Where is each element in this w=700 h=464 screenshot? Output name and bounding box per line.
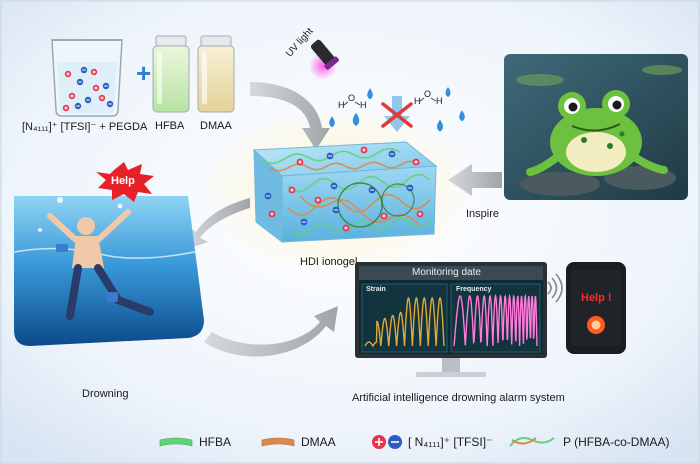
hfba-vial-label: HFBA [155,120,185,132]
wireless-signal-icon [547,273,563,303]
legend-dmaa-label: DMAA [301,435,336,449]
uv-lamp-icon [309,39,339,80]
alarm-arrow [204,306,338,357]
frequency-panel-label: Frequency [456,286,492,293]
anion-icon [74,102,82,110]
application-arrow [184,198,250,250]
water-drop-icon [437,119,443,132]
water-drop-icon [329,116,335,128]
synthesis-arrow [250,82,330,150]
cation-icon [288,186,296,194]
phone-help-text: Help ! [581,292,612,304]
legend-copolymer-label: P (HFBA-co-DMAA) [563,435,670,449]
cation-icon [342,224,350,232]
cation-icon [412,158,420,166]
help-burst [96,162,154,202]
vial-icon [197,35,235,113]
monitor-title: Monitoring date [412,267,481,278]
anion-icon [102,82,110,90]
cation-icon [90,68,98,76]
plus-sign: + [136,58,151,88]
cation-icon [64,70,72,78]
water-drop-icon [352,112,360,126]
strain-panel-label: Strain [366,286,386,293]
svg-text:O: O [424,89,431,99]
beaker-label: [N₄₁₁₁]⁺ [TFSI]⁻ + PEGDA [22,121,148,133]
anion-icon [264,192,272,200]
legend-hfba-swatch [159,437,193,447]
legend-ions-label: [ N₄₁₁₁]⁺ [TFSI]⁻ [408,435,493,449]
cation-icon [92,84,100,92]
help-label: Help [111,175,135,187]
anion-icon [84,96,92,104]
system-label: Artificial intelligence drowning alarm s… [352,392,565,404]
water-drop-icon [459,110,465,122]
beaker-icon [51,39,123,117]
cation-icon [62,104,70,112]
anion-icon [76,78,84,86]
cation-icon [314,196,322,204]
cation-icon [416,210,424,218]
water-drop-icon [445,87,451,97]
svg-text:O: O [348,93,355,103]
svg-text:H: H [338,100,345,110]
anion-icon [326,152,334,160]
svg-text:H: H [360,100,367,110]
cation-icon [268,210,276,218]
cation-icon [98,94,106,102]
anion-icon [388,150,396,158]
ionogel-block [252,141,438,244]
monitor-icon [355,262,547,377]
cation-icon [380,212,388,220]
legend-dmaa-swatch [261,437,295,447]
anion-icon [330,182,338,190]
inspire-arrow [448,164,502,196]
anion-icon [406,184,414,192]
anion-icon [332,206,340,214]
ionogel-label: HDI ionogel [300,256,358,268]
drowning-label: Drowning [82,388,129,400]
anion-icon [80,66,88,74]
cation-icon [360,146,368,154]
svg-text:H: H [414,96,421,106]
anion-icon [300,218,308,226]
cation-icon [68,92,76,100]
legend [159,435,555,449]
inspire-label: Inspire [466,208,500,220]
water-drop-icon [367,88,373,100]
svg-text:H: H [436,96,443,106]
anion-icon [106,100,114,108]
frog-icon [504,54,688,200]
vial-icon [152,35,190,113]
blocked-arrow [381,96,413,132]
legend-copolymer-swatch [509,437,555,447]
legend-hfba-label: HFBA [199,435,232,449]
cation-icon [296,158,304,166]
dmaa-vial-label: DMAA [200,120,232,132]
phone-icon [566,262,626,354]
swimmer-icon [13,196,205,346]
anion-icon [368,186,376,194]
